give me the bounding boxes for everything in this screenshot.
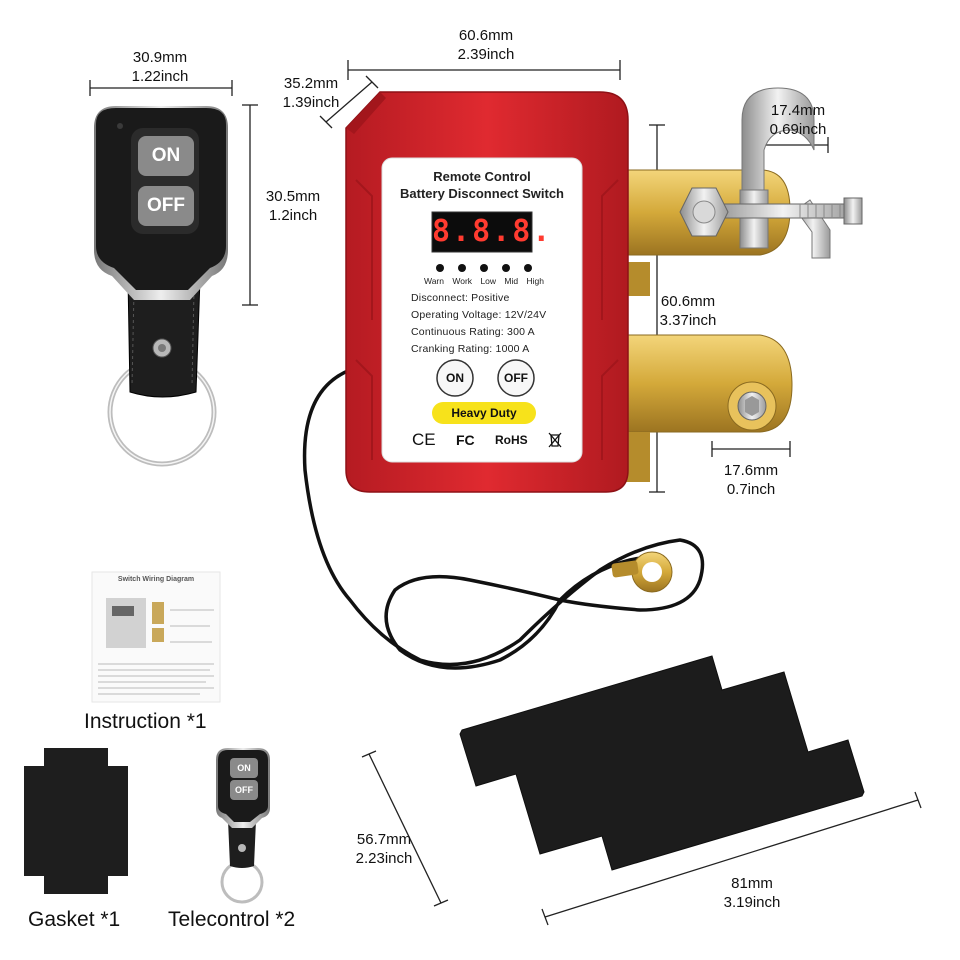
spec-voltage: Operating Voltage: 12V/24V (411, 309, 547, 321)
large-gasket-shape (459, 655, 865, 871)
brass-arms (619, 87, 863, 482)
dim-mm: 30.9mm (132, 49, 188, 66)
weee-icon (548, 432, 562, 448)
indicator-high: High (526, 276, 544, 286)
ce-mark: CE (412, 430, 436, 449)
indicator-labels: Warn Work Low Mid High (424, 276, 544, 286)
dim-inch: 1.2inch (268, 207, 318, 224)
dim-inch: 0.7inch (726, 481, 776, 498)
dim-terminal-width: 17.6mm 0.7inch (711, 461, 791, 499)
instruction-sheet (91, 571, 221, 703)
indicator-warn: Warn (424, 276, 444, 286)
instruction-label: Instruction *1 (84, 710, 207, 733)
small-gasket-shape (24, 748, 128, 894)
panel-title-line2: Battery Disconnect Switch (400, 186, 564, 201)
dim-inch: 3.19inch (723, 894, 781, 911)
led-display: 8.8.8. (432, 214, 553, 249)
dim-switch-width: 60.6mm 2.39inch (436, 26, 536, 64)
dim-mm: 81mm (731, 875, 773, 892)
dim-remote-width: 30.9mm 1.22inch (110, 48, 210, 86)
spec-list: Disconnect: Positive Operating Voltage: … (411, 290, 581, 358)
dim-mm: 60.6mm (458, 27, 514, 44)
fc-mark: FC (455, 432, 475, 448)
dim-mm: 35.2mm (283, 75, 339, 92)
dim-gasket-width: 81mm 3.19inch (712, 874, 792, 912)
instruction-title: Switch Wiring Diagram (117, 576, 195, 583)
small-remote-on-button: ON (237, 763, 251, 773)
dim-inch: 0.69inch (769, 121, 827, 138)
dim-remote-height: 30.5mm 1.2inch (258, 187, 328, 225)
cert-marks: CE FC RoHS (412, 428, 562, 452)
indicator-work: Work (452, 276, 473, 286)
panel-title: Remote Control Battery Disconnect Switch (382, 168, 582, 202)
indicator-mid: Mid (504, 276, 519, 286)
remote-off-button: OFF (147, 195, 185, 216)
dim-inch: 1.39inch (282, 94, 340, 111)
switch-housing (345, 91, 629, 493)
dim-mm: 56.7mm (356, 831, 412, 848)
dim-mm: 60.6mm (660, 293, 716, 310)
dim-clamp-width: 17.4mm 0.69inch (758, 101, 838, 139)
dim-inch: 2.39inch (457, 46, 515, 63)
spec-disconnect: Disconnect: Positive (411, 292, 510, 304)
gasket-label: Gasket *1 (28, 908, 121, 931)
dim-switch-height: 60.6mm 3.37inch (646, 292, 730, 330)
panel-off-button: OFF (504, 371, 528, 385)
dim-gasket-height: 56.7mm 2.23inch (346, 830, 422, 868)
dimension-lines (89, 60, 922, 926)
dim-inch: 1.22inch (131, 68, 189, 85)
dim-mm: 30.5mm (265, 188, 321, 205)
spec-continuous: Continuous Rating: 300 A (411, 326, 535, 338)
dim-inch: 2.23inch (355, 850, 413, 867)
panel-title-line1: Remote Control (433, 169, 531, 184)
dim-inch: 3.37inch (659, 312, 717, 329)
small-remote-off-button: OFF (235, 785, 253, 795)
ring-terminal (611, 551, 673, 593)
remote-small (216, 748, 270, 904)
remote-on-button: ON (151, 145, 181, 166)
spec-cranking: Cranking Rating: 1000 A (411, 343, 530, 355)
remote-large (94, 106, 228, 467)
dim-mm: 17.4mm (770, 102, 826, 119)
dim-mm: 17.6mm (723, 462, 779, 479)
panel-on-button: ON (446, 371, 464, 385)
heavy-duty-badge: Heavy Duty (451, 406, 517, 420)
rohs-mark: RoHS (494, 433, 528, 447)
indicator-low: Low (480, 276, 497, 286)
telecontrol-label: Telecontrol *2 (168, 908, 296, 931)
dim-switch-depth: 35.2mm 1.39inch (272, 74, 350, 112)
